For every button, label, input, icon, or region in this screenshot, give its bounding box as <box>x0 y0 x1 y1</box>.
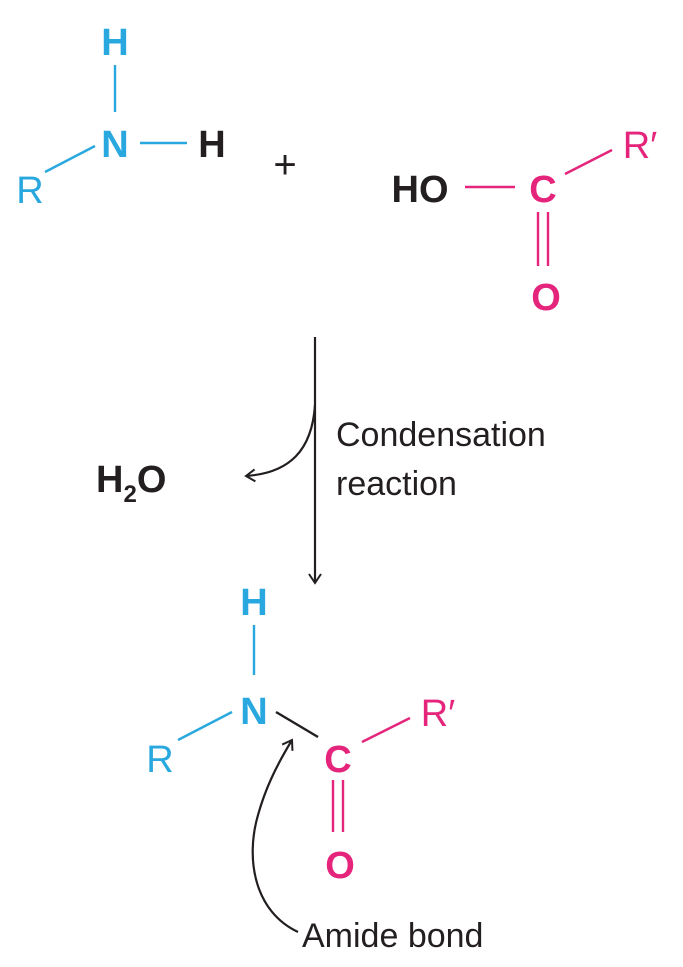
amide-bond-label: Amide bond <box>302 917 483 955</box>
reaction-arrow <box>244 337 322 585</box>
acid-c-rprime-bond <box>564 148 613 176</box>
acid-r-prime: R′ <box>623 125 658 167</box>
product-c: C <box>324 739 351 781</box>
carboxylic-acid-reactant: HO C O R′ <box>392 125 658 319</box>
product-nc-bond <box>275 710 319 739</box>
product-r-prime: R′ <box>421 693 456 735</box>
product-n: N <box>240 691 267 733</box>
product-o: O <box>325 845 355 887</box>
amide-bond-pointer-arrow <box>251 738 299 933</box>
product-c-rprime-bond <box>361 716 411 744</box>
water-formula: H2O <box>96 459 166 508</box>
product-r: R <box>146 739 173 781</box>
amine-h-top: H <box>101 22 128 64</box>
water-byproduct: H2O <box>96 459 166 508</box>
water-h: H <box>96 459 123 501</box>
amine-n: N <box>101 124 128 166</box>
reaction-label-line2: reaction <box>336 465 457 503</box>
water-subscript: 2 <box>123 481 136 508</box>
amine-h-right: H <box>198 124 225 166</box>
reaction-label-line1: Condensation <box>336 416 546 454</box>
amine-r: R <box>16 170 43 212</box>
acid-ho: HO <box>392 169 449 211</box>
water-o: O <box>137 459 167 501</box>
amine-reactant: H N H R <box>16 22 225 212</box>
water-release-arrow <box>244 404 317 483</box>
acid-o: O <box>531 277 561 319</box>
plus-sign: + <box>273 143 296 187</box>
product-h: H <box>240 582 267 624</box>
amine-rn-bond <box>44 144 96 174</box>
acid-c: C <box>529 169 556 211</box>
product-rn-bond <box>177 710 233 742</box>
amide-product: H N R C O R′ <box>146 582 455 887</box>
